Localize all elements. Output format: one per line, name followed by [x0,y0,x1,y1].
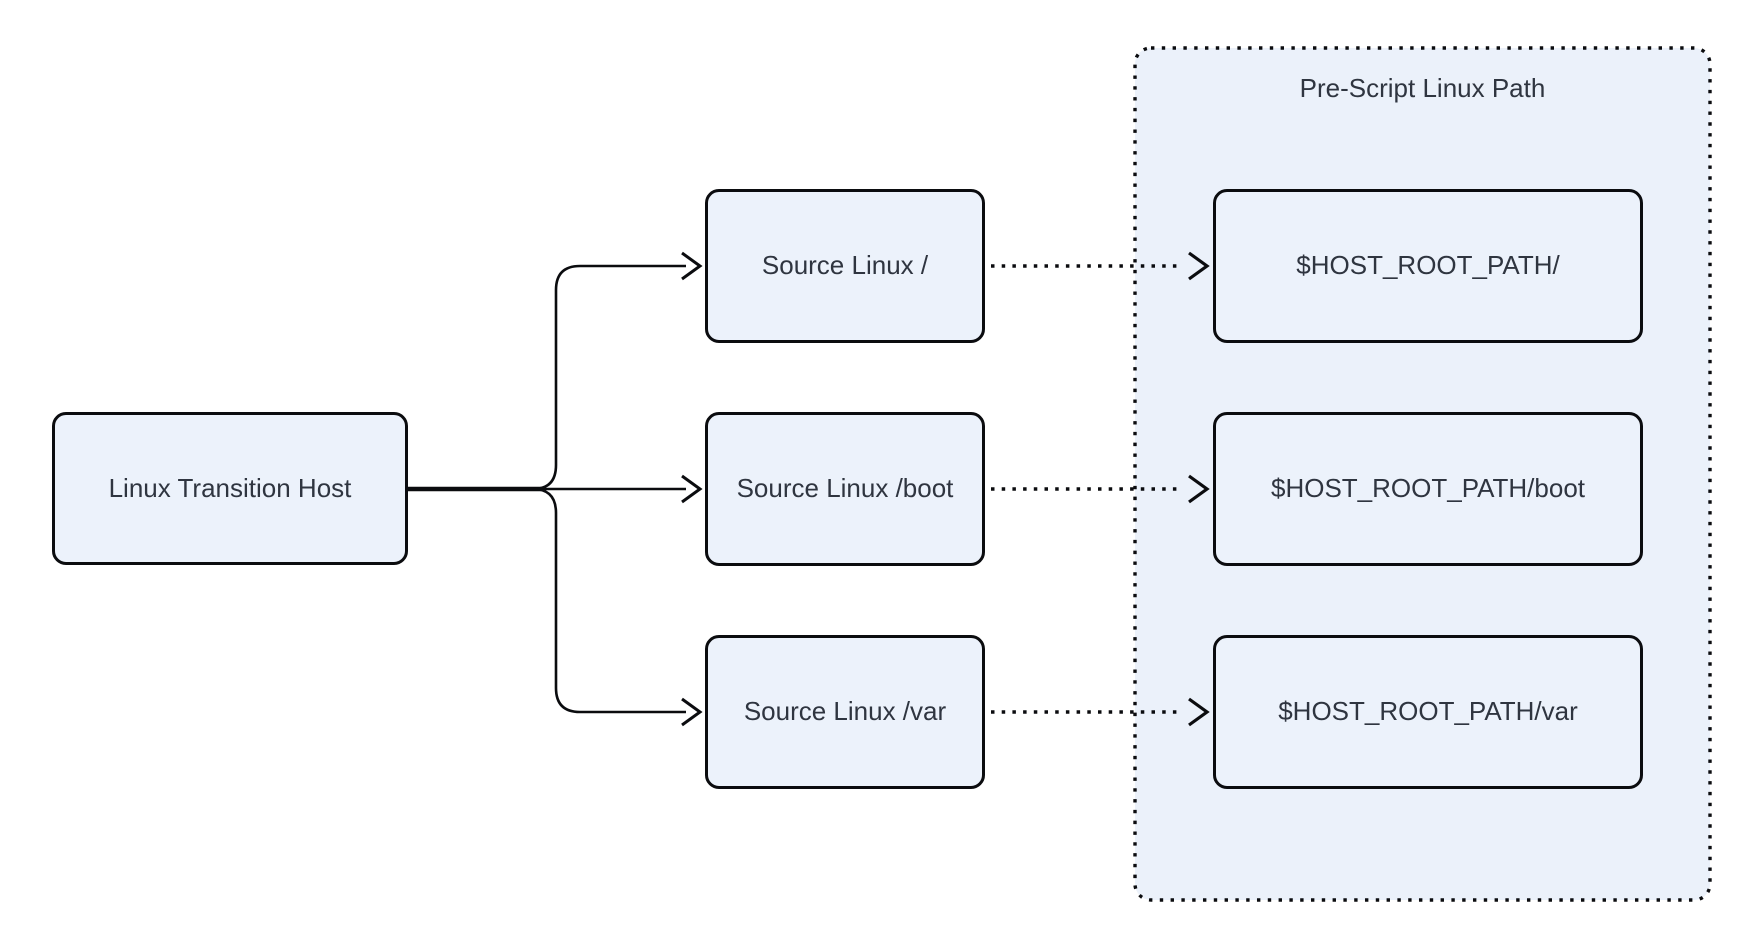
arrowhead-path-boot [1188,474,1210,504]
container-title: Pre-Script Linux Path [1299,73,1546,103]
arrowhead-source-var [681,697,703,727]
edge-host-to-source-root [532,264,686,491]
arrowhead-path-root [1188,251,1210,281]
arrowhead-source-root [681,251,703,281]
node-linux-transition-host: Linux Transition Host [52,412,408,565]
dotted-edges [991,251,1210,727]
edge-host-to-source-var [532,487,686,714]
node-source-linux-var: Source Linux /var [705,635,985,789]
solid-edges [408,251,703,727]
arrowhead-path-var [1188,697,1210,727]
node-host-root-path-root: $HOST_ROOT_PATH/ [1213,189,1643,343]
arrowhead-source-boot [681,474,703,504]
node-source-linux-root: Source Linux / [705,189,985,343]
node-host-root-path-var: $HOST_ROOT_PATH/var [1213,635,1643,789]
node-host-root-path-boot: $HOST_ROOT_PATH/boot [1213,412,1643,566]
node-source-linux-boot: Source Linux /boot [705,412,985,566]
